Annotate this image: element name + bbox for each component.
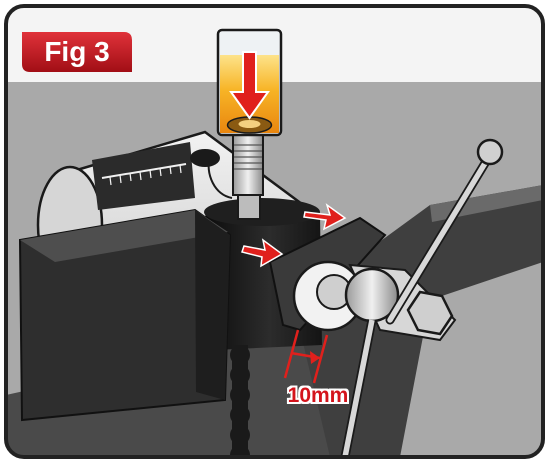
vice-block-side xyxy=(195,210,230,400)
figure-label-badge xyxy=(22,32,132,72)
scale-ticks xyxy=(109,164,182,186)
indicator-arrow-left xyxy=(241,238,284,268)
nozzle-opening xyxy=(238,120,261,128)
connector-base xyxy=(237,194,261,220)
lever-handle xyxy=(387,152,493,323)
lever-ball xyxy=(476,138,504,166)
connector-threads xyxy=(234,144,262,170)
drive-belt xyxy=(230,345,250,457)
bottle-connector xyxy=(232,134,264,196)
vice-block-top xyxy=(20,210,228,262)
scale-line xyxy=(101,163,187,179)
dimension-line-right xyxy=(312,334,329,384)
collar-top xyxy=(204,198,320,226)
dimension-arrow-head xyxy=(310,351,320,364)
oil-cap xyxy=(190,149,220,167)
indicator-arrow-top xyxy=(303,203,347,231)
frame-border xyxy=(4,4,545,459)
figure-label: Fig 3 xyxy=(44,36,110,67)
down-arrow xyxy=(229,51,270,120)
hex-nut xyxy=(406,290,454,336)
scale-plate xyxy=(92,142,195,210)
lever-lower xyxy=(342,319,375,457)
dimension-label: 10mm xyxy=(287,384,349,407)
